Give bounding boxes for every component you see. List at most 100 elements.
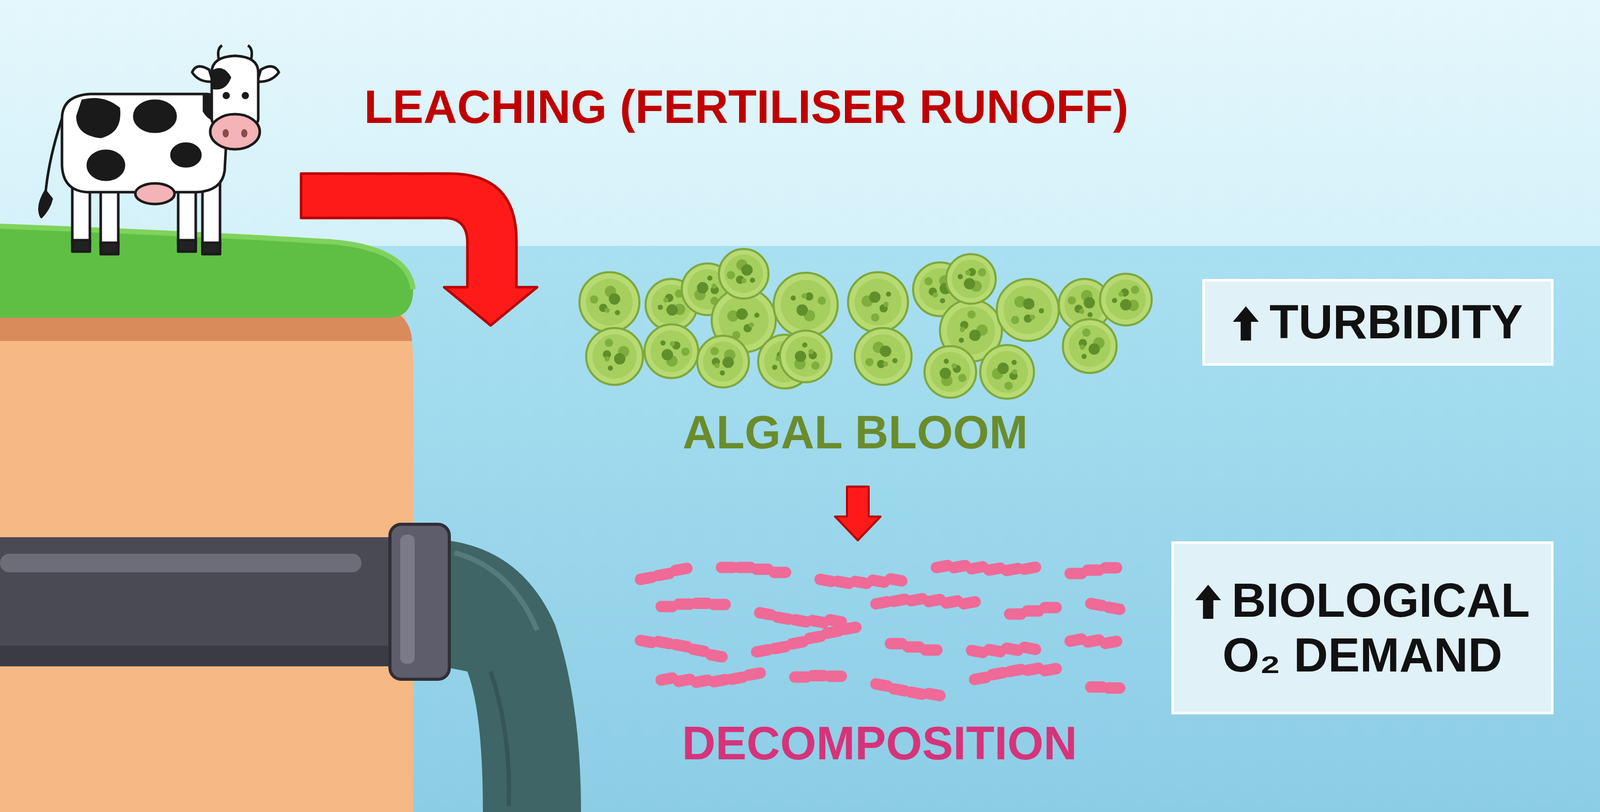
algal-cell-inner: [586, 278, 633, 326]
algal-cell-inner: [702, 341, 744, 382]
bacterium: [710, 654, 723, 657]
algal-dot: [885, 291, 891, 297]
algal-cell: [718, 248, 769, 299]
bacterium: [721, 561, 733, 573]
algal-dot: [661, 349, 673, 361]
bacterium: [791, 641, 804, 645]
algal-dot: [589, 295, 599, 304]
algal-cell-inner: [930, 351, 971, 392]
algal-dot: [957, 274, 963, 280]
algal-dot: [997, 362, 1009, 374]
algal-cell-inner: [1003, 285, 1053, 335]
algal-dot: [939, 297, 946, 304]
algal-dot: [802, 342, 808, 348]
bacterium: [1009, 669, 1022, 672]
bacterium: [953, 565, 966, 568]
bacterium: [794, 619, 807, 622]
algal-cell: [848, 272, 908, 333]
algal-dot: [969, 329, 981, 341]
bacterium: [657, 641, 670, 644]
bacterium: [1108, 607, 1120, 610]
bacterium: [713, 598, 726, 610]
algal-cell: [773, 272, 838, 337]
bacterium: [756, 649, 768, 652]
algal-dot: [1088, 343, 1101, 355]
algal-dot: [710, 347, 719, 356]
algal-dot: [811, 361, 820, 370]
algal-dot: [604, 356, 610, 362]
bacterium: [946, 600, 958, 603]
algal-dot: [865, 357, 874, 367]
algal-dot: [1011, 359, 1017, 366]
algal-dot: [1078, 308, 1085, 315]
algal-dot: [748, 322, 755, 328]
bacterium: [974, 677, 986, 680]
bacterium: [1006, 648, 1018, 651]
algal-dot: [741, 264, 753, 276]
bacterium: [989, 649, 1001, 652]
bacterium: [696, 597, 708, 609]
sky: [0, 0, 1600, 248]
bacterium: [1027, 605, 1039, 617]
runoff-arrow: [301, 173, 538, 326]
bacterium: [759, 612, 772, 615]
algal-dot: [939, 367, 951, 380]
result-box: TURBIDITY: [1202, 278, 1554, 366]
bacterium: [774, 646, 786, 649]
algal-dot: [681, 347, 690, 356]
bacterium: [925, 644, 937, 656]
bacterium: [1009, 608, 1022, 620]
bacterium: [809, 636, 821, 639]
algal-cell-inner: [854, 278, 902, 326]
algal-dot: [1038, 308, 1044, 314]
algal-dot: [1120, 299, 1132, 311]
algal-dot: [1118, 291, 1124, 297]
box-content: TURBIDITY: [1232, 294, 1523, 350]
algal-cell-inner: [1105, 279, 1147, 320]
algal-cell: [924, 346, 977, 398]
algal-dot: [1079, 344, 1086, 350]
algal-dot: [869, 291, 881, 303]
algal-dot: [736, 308, 748, 320]
box-content: BIOLOGICAL O₂ DEMAND: [1186, 573, 1539, 683]
algal-cell: [854, 327, 912, 385]
algal-dot: [719, 370, 726, 376]
bacterium: [893, 599, 905, 602]
bacterium: [963, 601, 976, 604]
bacterium: [826, 631, 839, 634]
bacterium: [693, 649, 705, 652]
water: [0, 245, 1600, 812]
algal-dot: [892, 357, 898, 364]
bacterium: [907, 641, 920, 653]
algal-cell-inner: [724, 254, 764, 294]
algal-dot: [726, 271, 735, 280]
algal-dot: [722, 356, 734, 368]
algal-dot: [657, 304, 664, 310]
bacterium: [812, 620, 824, 623]
bacterium: [875, 683, 888, 686]
algal-cell: [980, 344, 1034, 399]
algal-dot: [749, 277, 756, 284]
bacterium: [1070, 567, 1082, 579]
increase-arrow: [1232, 306, 1260, 341]
algal-cell-inner: [592, 334, 637, 379]
bacterium: [844, 626, 856, 630]
algal-dot: [1023, 297, 1035, 310]
algal-dot: [794, 350, 807, 363]
algal-dot: [978, 268, 987, 277]
bacterium: [1024, 647, 1036, 650]
algal-dot: [967, 310, 976, 319]
algal-dot: [880, 345, 892, 357]
bacterium: [675, 644, 687, 647]
algal-dot: [614, 353, 626, 365]
algal-dot: [1111, 297, 1118, 304]
box-text: TURBIDITY: [1269, 295, 1524, 349]
bacterium: [992, 672, 1004, 675]
bacterium: [640, 577, 652, 580]
algal-dot: [959, 326, 965, 333]
algal-cell: [579, 272, 640, 333]
algal-dot: [958, 373, 967, 383]
algal-dot: [754, 312, 760, 318]
caption-label: LEACHING (FERTILISER RUNOFF): [364, 81, 1129, 133]
algal-cell-inner: [951, 259, 991, 299]
